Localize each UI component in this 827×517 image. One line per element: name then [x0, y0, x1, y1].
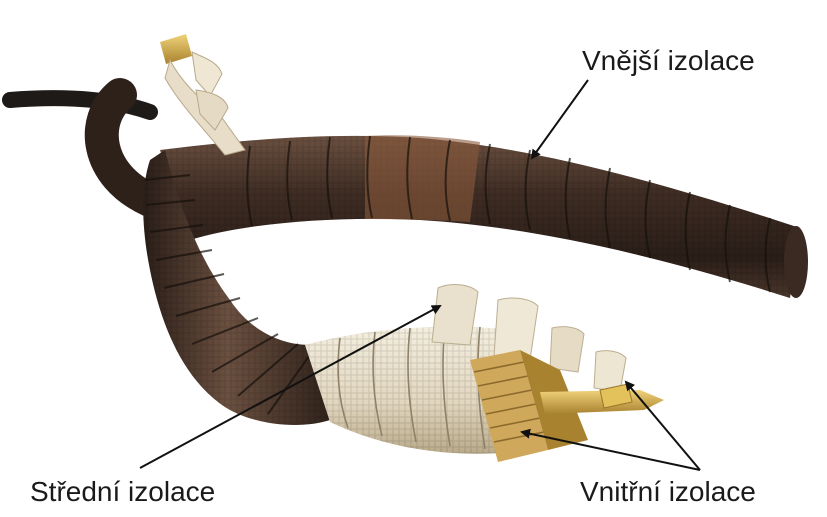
outer-insulation-pointer — [532, 80, 588, 158]
middle-tape-strip — [494, 298, 538, 360]
middle-tape-strip — [432, 285, 478, 345]
label-inner-insulation: Vnitřní izolace — [580, 478, 756, 506]
middle-tape-strip — [550, 327, 584, 372]
outer-insulation-highlight — [365, 135, 480, 222]
label-outer-insulation: Vnější izolace — [582, 47, 755, 75]
label-middle-insulation: Střední izolace — [30, 478, 215, 506]
upper-bar-end — [784, 226, 808, 298]
top-conductor — [160, 34, 245, 155]
